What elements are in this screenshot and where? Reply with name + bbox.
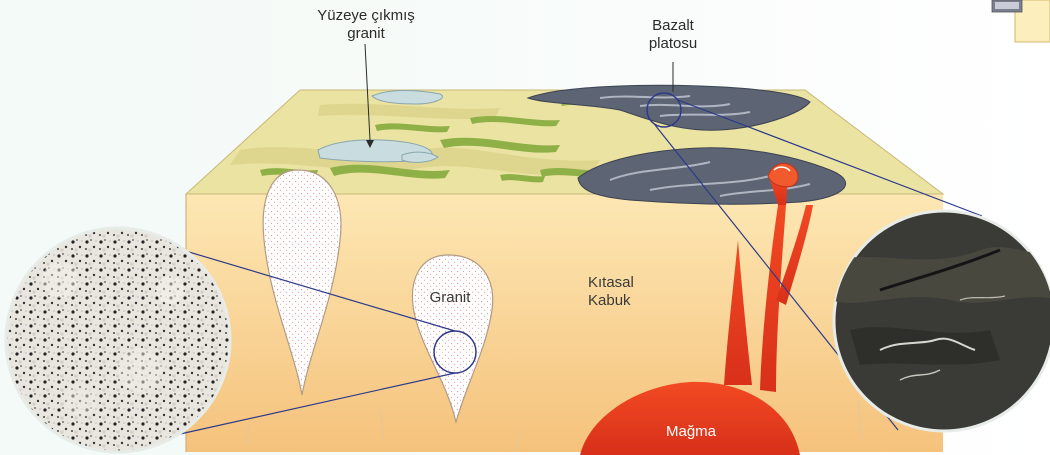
exposed-granite-label: Yüzeye çıkmış [317,7,415,24]
basalt-plateau-label: Bazalt [652,17,695,34]
exposed-granite-label-line2: granit [347,25,385,42]
magma-label: Mağma [666,423,717,440]
corner-decoration [992,0,1050,42]
granite-label: Granit [430,289,472,306]
continental-crust-label-line2: Kabuk [588,292,631,309]
continental-crust-label: Kıtasal [588,274,634,291]
basalt-plateau-label-line2: platosu [649,35,697,52]
